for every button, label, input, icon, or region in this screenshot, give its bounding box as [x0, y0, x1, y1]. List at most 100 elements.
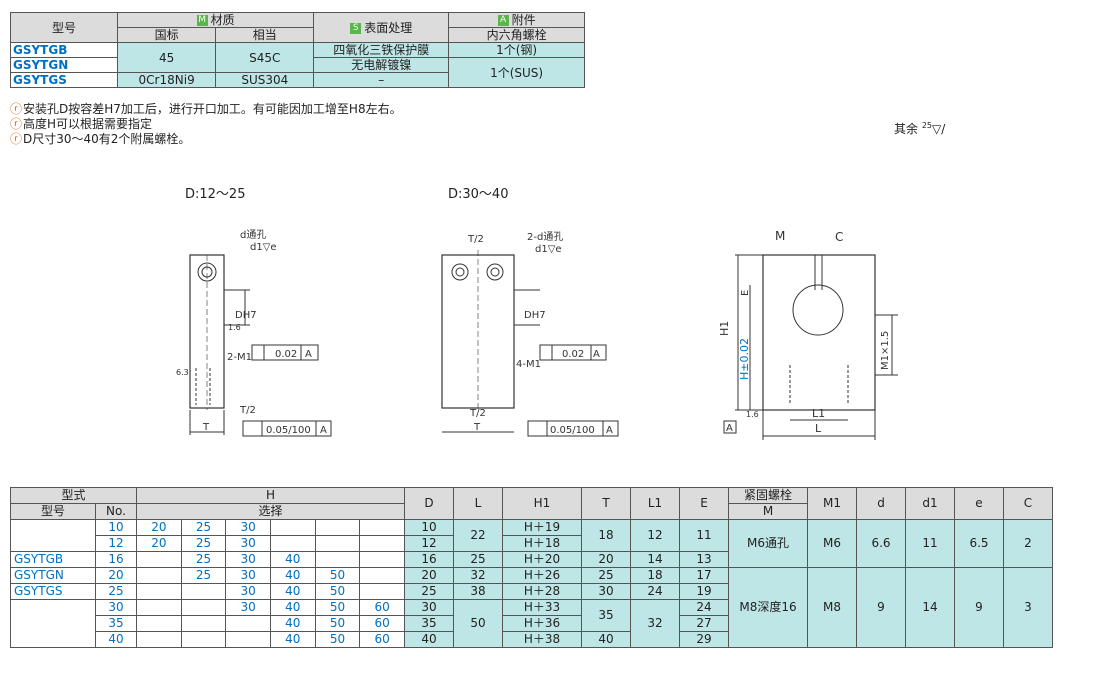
label-t2: T/2	[469, 408, 486, 419]
header-e-small: e	[954, 487, 1004, 520]
label-perpendicularity: 0.05/100	[266, 425, 311, 436]
table-cell	[180, 615, 227, 632]
table-cell	[359, 535, 405, 552]
table-cell: 13	[679, 551, 729, 568]
table-cell: 40	[269, 567, 316, 584]
label-dh7: DH7	[235, 310, 257, 321]
header-e: E	[679, 487, 729, 520]
table-cell: 32	[453, 567, 503, 584]
label-roughness: 6.3	[176, 368, 189, 377]
surface-roughness-other: 其余 25▽/	[894, 120, 945, 137]
table-cell: 10	[95, 519, 137, 536]
table-cell: 30	[225, 519, 271, 536]
table-cell: 25	[581, 567, 631, 584]
table-cell: M8深度16	[728, 567, 808, 648]
header-type: 型式	[10, 487, 137, 504]
drawing-title-large: D:30～40	[448, 187, 509, 202]
label-parallelism: 0.02	[275, 349, 297, 360]
table-cell: 11	[679, 519, 729, 552]
label-m1-2: 2-M1	[227, 352, 252, 363]
note-text: 安装孔D按容差H7加工后，进行开口加工。有可能因加工增至H8左右。	[23, 102, 402, 116]
spec-surface: –	[313, 72, 450, 88]
table-cell: 50	[314, 599, 361, 616]
table-cell	[180, 631, 227, 648]
table-cell: 12	[95, 535, 137, 552]
table-cell: 24	[679, 599, 729, 616]
table-cell: 30	[225, 567, 271, 584]
header-m1: M1	[807, 487, 857, 520]
table-cell: GSYTGS	[10, 583, 96, 600]
roughness-icon: ▽/	[932, 122, 946, 136]
table-cell: 35	[404, 615, 454, 632]
technical-drawings: d通孔 d1▽e DH7 2-M1 0.02 A T/2 T 0.05/100 …	[176, 229, 898, 440]
header-h1: H1	[502, 487, 582, 520]
table-cell: 18	[630, 567, 680, 584]
table-cell: 50	[314, 631, 361, 648]
table-cell: 40	[95, 631, 137, 648]
table-cell	[269, 535, 316, 552]
header-bolt-m: M	[728, 503, 808, 520]
table-cell: 25	[95, 583, 137, 600]
table-cell: 16	[95, 551, 137, 568]
label-d-hole-2: 2-d通孔	[527, 231, 563, 243]
spec-model: GSYTGS	[10, 72, 118, 88]
table-cell: 10	[404, 519, 454, 536]
table-cell	[314, 519, 361, 536]
table-cell: 30	[95, 599, 137, 616]
table-cell: 16	[404, 551, 454, 568]
table-cell: 30	[225, 599, 271, 616]
table-cell	[136, 583, 182, 600]
table-cell: 40	[269, 615, 316, 632]
table-cell: 25	[180, 567, 227, 584]
spec-header-surface-label: 表面处理	[364, 20, 413, 35]
table-cell: 12	[404, 535, 454, 552]
table-cell: 40	[269, 551, 316, 568]
surface-badge-icon: S	[350, 22, 362, 34]
table-cell: 50	[314, 567, 361, 584]
surface-other-label: 其余	[894, 122, 919, 136]
table-cell: 18	[581, 519, 631, 552]
header-d: D	[404, 487, 454, 520]
label-t: T	[473, 422, 481, 433]
label-l: L	[815, 422, 822, 435]
table-cell: 25	[453, 551, 503, 568]
table-cell: 50	[314, 615, 361, 632]
table-cell: 22	[453, 519, 503, 552]
accessory-badge-icon: A	[497, 15, 509, 26]
table-cell	[10, 599, 96, 648]
table-cell: H＋36	[502, 615, 582, 632]
table-cell: 20	[404, 567, 454, 584]
table-cell: 40	[269, 631, 316, 648]
label-datum-a: A	[305, 349, 312, 360]
table-cell: 60	[359, 615, 405, 632]
header-model: 型号	[10, 503, 96, 520]
table-cell	[314, 535, 361, 552]
table-cell	[180, 599, 227, 616]
drawing-side-view	[723, 254, 898, 440]
label-d1-ve: d1▽e	[535, 244, 562, 255]
table-cell: M6	[807, 519, 857, 568]
table-cell: 30	[404, 599, 454, 616]
label-datum-a: A	[606, 425, 613, 436]
table-cell: 35	[581, 599, 631, 632]
table-cell: 30	[225, 535, 271, 552]
label-d-hole: d通孔	[240, 229, 266, 241]
table-cell: 3	[1003, 567, 1053, 648]
label-h1: H1	[718, 321, 731, 336]
table-cell: 60	[359, 631, 405, 648]
table-cell	[269, 519, 316, 536]
table-cell	[136, 567, 182, 584]
spec-std: 0Cr18Ni9	[116, 72, 217, 88]
table-cell	[136, 599, 182, 616]
table-cell: 9	[856, 567, 906, 648]
table-cell	[314, 551, 361, 568]
header-c: C	[1003, 487, 1053, 520]
table-cell: 30	[225, 551, 271, 568]
notes: ⓡ安装孔D按容差H7加工后，进行开口加工。有可能因加工增至H8左右。 ⓡ高度H可…	[10, 102, 402, 147]
